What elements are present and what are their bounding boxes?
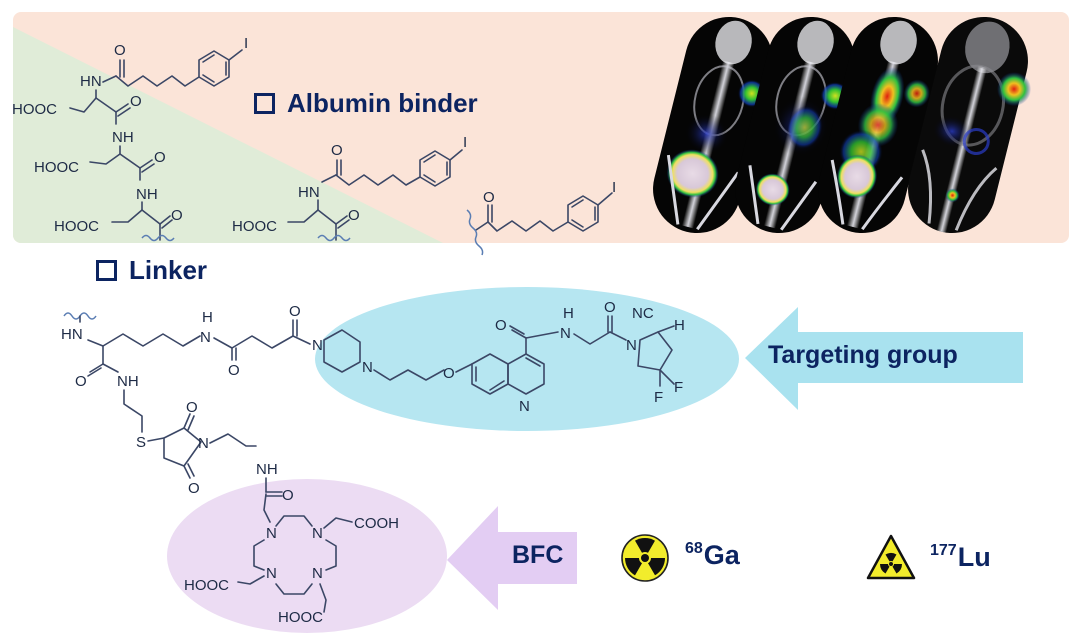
bfc-arrow <box>447 506 577 610</box>
albumin-binder-structure-1: I O HN HOOC O NH HOOC O NH <box>12 35 248 242</box>
targeting-group-label: Targeting group <box>768 341 958 369</box>
atom-label: N <box>266 565 277 582</box>
atom-label: HOOC <box>232 218 277 235</box>
atom-label: HOOC <box>184 577 229 594</box>
atom-label: N <box>560 325 571 342</box>
atom-label: O <box>186 399 198 416</box>
atom-label: O <box>171 207 183 224</box>
atom-label: N <box>312 337 323 354</box>
atom-label: O <box>130 93 142 110</box>
atom-label: NH <box>112 129 134 146</box>
radiation-triangle-icon <box>866 534 916 580</box>
atom-label: O <box>483 189 495 206</box>
atom-label: N <box>312 565 323 582</box>
atom-label: S <box>136 434 146 451</box>
atom-label: F <box>654 389 663 406</box>
atom-label: N <box>362 359 373 376</box>
isotope-ga68: 68Ga <box>685 540 740 571</box>
isotope-lu177: 177Lu <box>930 542 991 573</box>
atom-label: N <box>626 337 637 354</box>
linker-label: Linker <box>129 255 208 285</box>
atom-label: O <box>228 362 240 379</box>
isotope-symbol: Ga <box>703 540 740 570</box>
albumin-binder-label: Albumin binder <box>287 88 478 118</box>
pet-image-4 <box>908 16 1032 234</box>
atom-label: N <box>312 525 323 542</box>
atom-label: H <box>674 317 685 334</box>
albumin-binder-structure-2: I O HN HOOC O <box>232 134 467 242</box>
atom-label: O <box>604 299 616 316</box>
atom-label: NH <box>136 186 158 203</box>
atom-label: NC <box>632 305 654 322</box>
isotope-mass: 68 <box>685 540 703 557</box>
atom-label: HN <box>298 184 320 201</box>
atom-label: I <box>612 179 616 196</box>
atom-label: O <box>495 317 507 334</box>
bfc-dota-structure: O N N N N COOH HOOC HOOC <box>184 477 399 626</box>
atom-label: H <box>563 305 574 322</box>
atom-label: NH <box>117 373 139 390</box>
atom-label: N <box>519 398 530 415</box>
atom-label: O <box>443 365 455 382</box>
checkbox-square-icon <box>96 260 117 281</box>
atom-label: HOOC <box>54 218 99 235</box>
atom-label: H <box>202 309 213 326</box>
albumin-binder-heading: Albumin binder <box>254 88 478 119</box>
atom-label: I <box>244 35 248 52</box>
linker-structure: HN N H O O O NH S O O <box>61 303 311 497</box>
albumin-panel-green-region <box>13 27 443 243</box>
isotope-mass: 177 <box>930 542 957 559</box>
atom-label: N <box>200 329 211 346</box>
atom-label: O <box>154 149 166 166</box>
pet-image-3 <box>818 16 938 234</box>
atom-label: O <box>282 487 294 504</box>
targeting-group-arrow <box>745 307 1023 410</box>
bfc-highlight <box>167 479 447 633</box>
atom-label: HN <box>80 73 102 90</box>
atom-label: F <box>674 379 683 396</box>
atom-label: N <box>266 525 277 542</box>
atom-label: NH <box>256 461 278 478</box>
atom-label: O <box>188 480 200 497</box>
atom-label: HN <box>61 326 83 343</box>
atom-label: O <box>348 207 360 224</box>
atom-label: O <box>331 142 343 159</box>
atom-label: HOOC <box>278 609 323 626</box>
atom-label: O <box>289 303 301 320</box>
atom-label: N <box>198 435 209 452</box>
atom-label: COOH <box>354 515 399 532</box>
albumin-binder-structure-3: I O <box>466 179 616 256</box>
checkbox-square-icon <box>254 93 275 114</box>
radiation-circle-icon <box>621 534 669 582</box>
targeting-group-structure: N N O N O N H O N NC H <box>312 299 685 415</box>
atom-label: O <box>75 373 87 390</box>
isotope-symbol: Lu <box>957 542 991 572</box>
bfc-label: BFC <box>512 541 564 569</box>
linker-heading: Linker <box>96 255 207 286</box>
atom-label: HOOC <box>34 159 79 176</box>
atom-label: HOOC <box>12 101 57 118</box>
atom-label: I <box>463 134 467 151</box>
atom-label: O <box>114 42 126 59</box>
